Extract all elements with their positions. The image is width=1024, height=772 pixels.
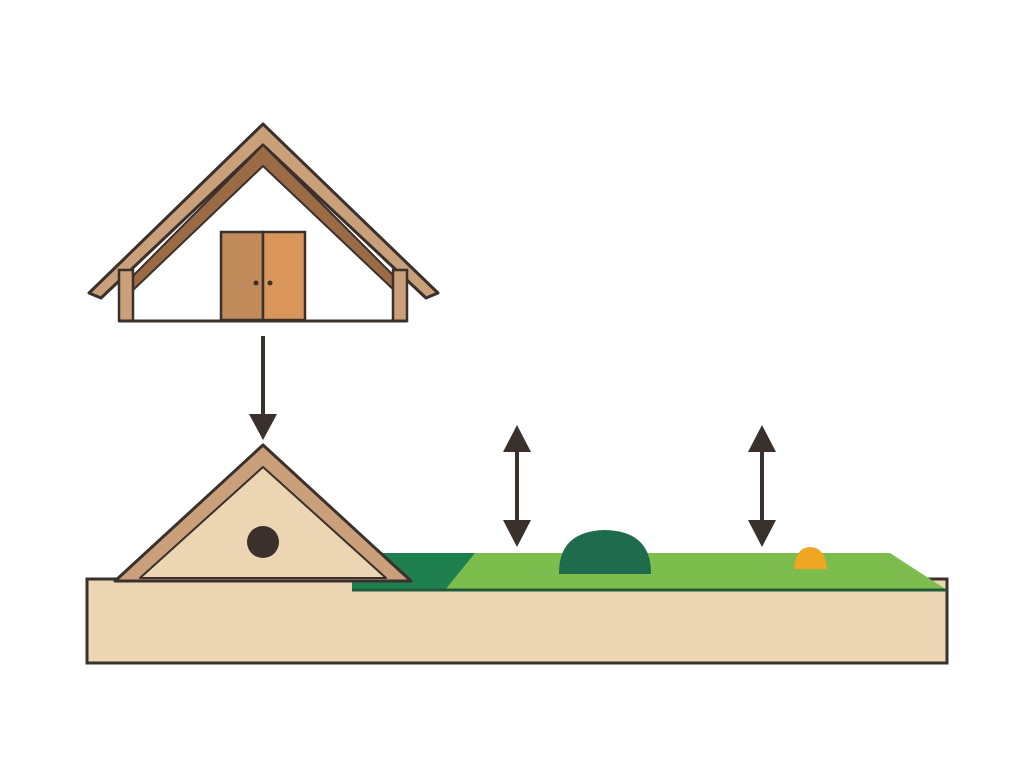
arrow-up-down-icon [748,425,776,547]
arrow-down-icon [249,336,277,440]
double-door-icon [219,230,307,322]
green-mound [558,529,652,574]
ground-slab [85,577,949,665]
vent-hole-icon [247,526,279,558]
lower-attic-gable [113,443,413,583]
orange-mound [794,547,827,569]
upper-house [87,122,440,323]
arrow-up-down-icon [503,425,531,547]
